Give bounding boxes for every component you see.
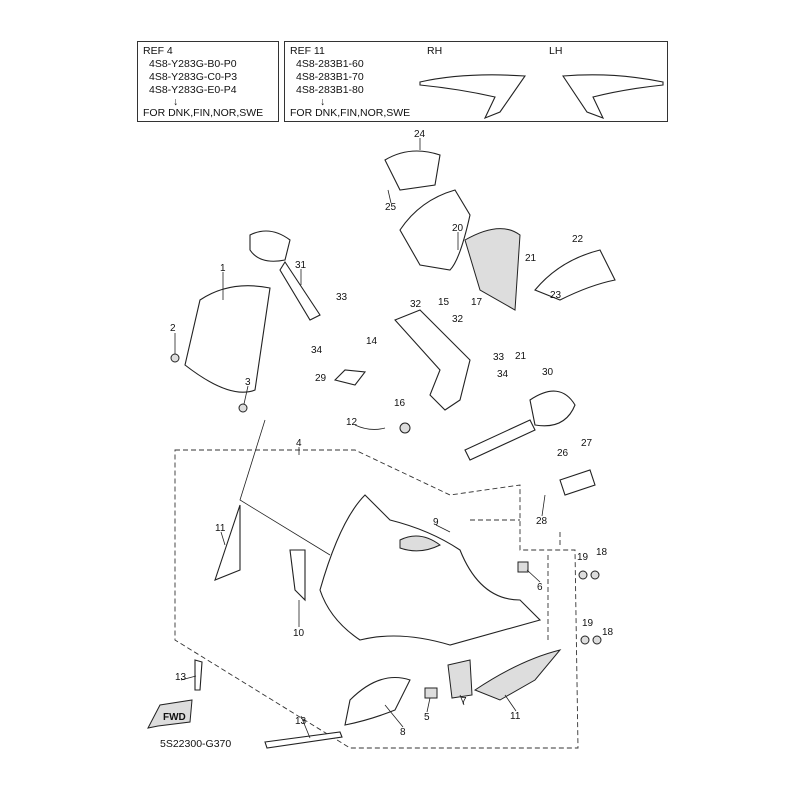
part-16-grommet [399, 422, 411, 434]
part-4-upper-cowling [319, 494, 542, 646]
part-6-clip [517, 561, 529, 573]
part-19-nut [578, 570, 588, 580]
part-20-inner-cover [399, 189, 471, 271]
ref-4-arrow: ↓ [173, 96, 179, 108]
part-11-decal-left [214, 504, 241, 581]
part-7-duct [447, 659, 473, 699]
ref-4-box: REF 4 4S8-Y283G-B0-P0 4S8-Y283G-C0-P3 4S… [137, 41, 279, 122]
callout: 18 [596, 547, 608, 558]
callout: 11 [215, 523, 226, 534]
callout: 32 [452, 314, 464, 325]
callout: 34 [311, 345, 323, 356]
callout: 12 [346, 417, 358, 428]
ref-4-part: 4S8-Y283G-B0-P0 [149, 58, 237, 70]
callout: 13 [175, 672, 187, 683]
rh-decal [419, 74, 527, 120]
callout: 28 [536, 516, 548, 527]
ref-11-arrow: ↓ [320, 96, 326, 108]
fwd-label: FWD [163, 712, 186, 723]
callout: 30 [542, 367, 554, 378]
callout: 14 [366, 336, 378, 347]
part-10-panel [289, 549, 306, 602]
callout: 25 [385, 202, 397, 213]
group-4-boundary [174, 449, 579, 749]
ref-11-part: 4S8-283B1-80 [296, 84, 364, 96]
callout: 8 [400, 727, 406, 738]
callout: 31 [295, 260, 307, 271]
ref-11-part: 4S8-283B1-70 [296, 71, 364, 83]
callout: 5 [424, 712, 430, 723]
part-11-decal-right [473, 649, 562, 701]
part-1-windscreen [184, 285, 271, 393]
part-13-trim-left [194, 659, 203, 691]
side-decal-illustrations [419, 74, 664, 120]
part-4-headlight-opening [399, 535, 441, 552]
ref-4-note: FOR DNK,FIN,NOR,SWE [143, 107, 264, 119]
ref-11-box: REF 11 4S8-283B1-60 4S8-283B1-70 4S8-283… [284, 41, 668, 122]
part-14-stay [394, 309, 471, 411]
callout: 21 [525, 253, 537, 264]
lh-decal [562, 74, 664, 119]
callout: 17 [471, 297, 483, 308]
callout: 13 [295, 716, 307, 727]
callout: 1 [220, 263, 226, 274]
callout: 18 [602, 627, 614, 638]
ref-11-part: 4S8-283B1-60 [296, 58, 364, 70]
callout: 15 [438, 297, 450, 308]
callout: 32 [410, 299, 422, 310]
part-22-bracket [534, 249, 616, 301]
callout: 26 [557, 448, 569, 459]
part-13-trim-bottom [264, 731, 343, 749]
part-29-bracket [333, 369, 367, 386]
callout: 9 [433, 517, 439, 528]
part-31-mirror [249, 230, 291, 262]
callout: 16 [394, 398, 406, 409]
callout: 7 [461, 696, 467, 707]
callout: 19 [577, 552, 589, 563]
part-18-screw [592, 635, 602, 645]
fwd-arrow-icon: FWD [147, 699, 193, 729]
part-callouts: 24 25 20 21 22 23 1 31 33 32 15 17 32 14… [170, 129, 614, 738]
callout: 27 [581, 438, 593, 449]
ref-4-title: REF 4 [143, 45, 173, 57]
ref-11-note: FOR DNK,FIN,NOR,SWE [290, 107, 411, 119]
callout: 3 [245, 377, 251, 388]
part-26-bracket [559, 469, 596, 496]
callout: 6 [537, 582, 543, 593]
part-24-inner-panel [384, 150, 441, 191]
part-5-clip [424, 687, 438, 699]
callout: 33 [336, 292, 348, 303]
part-18-screw [590, 570, 600, 580]
rh-label: RH [427, 45, 443, 57]
diagram-code: 5S22300-G370 [160, 738, 232, 750]
callout: 22 [572, 234, 584, 245]
callout: 24 [414, 129, 426, 140]
callout: 23 [550, 290, 562, 301]
part-20-side [464, 228, 521, 311]
lh-label: LH [549, 45, 563, 57]
ref-4-part: 4S8-Y283G-E0-P4 [149, 84, 237, 96]
part-12-wire [354, 424, 386, 430]
part-30-mirror [529, 390, 576, 427]
ref-11-title: REF 11 [290, 45, 325, 57]
callout: 4 [296, 438, 302, 449]
part-19-nut [580, 635, 590, 645]
callout: 19 [582, 618, 594, 629]
callout: 10 [293, 628, 305, 639]
windscreen-to-cowling-line [239, 419, 331, 556]
callout: 34 [497, 369, 509, 380]
part-3-nut [238, 403, 248, 413]
callout: 29 [315, 373, 327, 384]
callout: 2 [170, 323, 176, 334]
callout: 20 [452, 223, 464, 234]
part-8-lower-panel [344, 676, 411, 726]
callout: 33 [493, 352, 505, 363]
ref-4-part: 4S8-Y283G-C0-P3 [149, 71, 238, 83]
part-2-screw [170, 353, 180, 363]
callout: 11 [510, 711, 521, 722]
callout: 21 [515, 351, 527, 362]
